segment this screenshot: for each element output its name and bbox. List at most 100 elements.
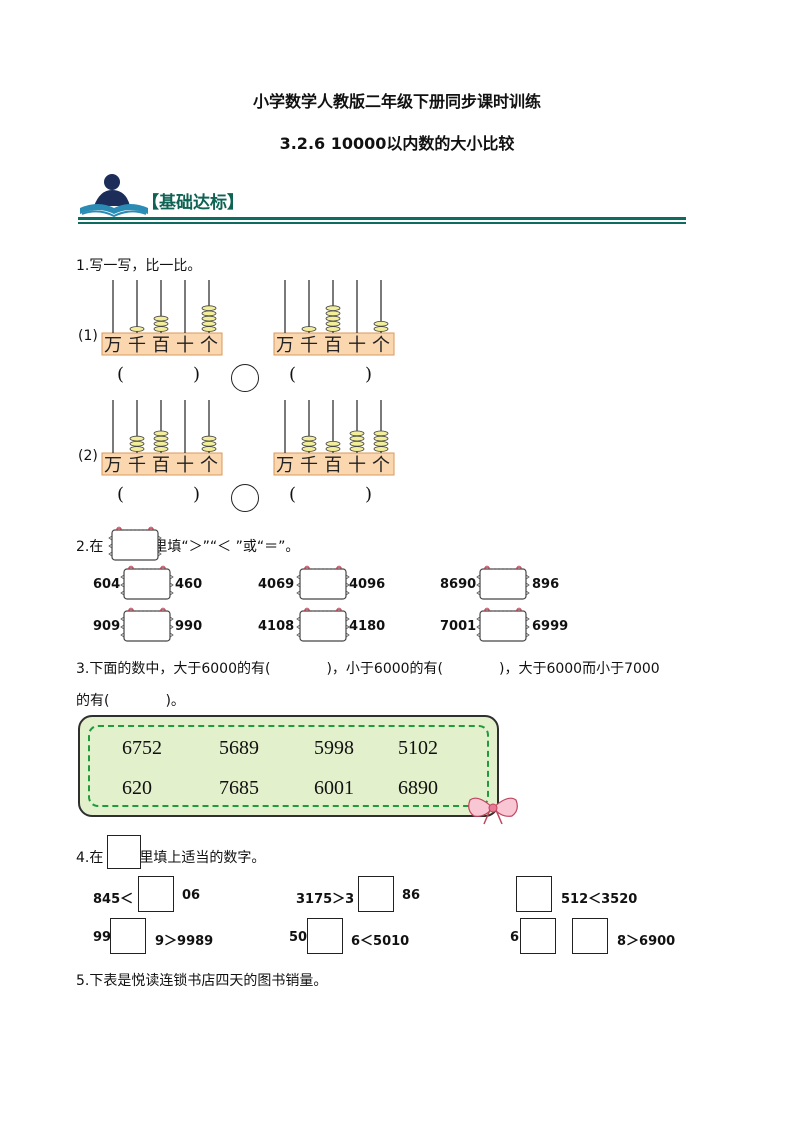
q4-item-4-post: 9＞9989	[155, 934, 214, 949]
abacus-bead	[325, 315, 341, 322]
answer-paren-open: (	[117, 364, 125, 385]
frame-example-icon	[108, 526, 162, 561]
abacus-bead	[153, 326, 169, 332]
section-header: 【基础达标】	[78, 170, 688, 226]
abacus-bead	[301, 446, 317, 452]
question-5-text: 5.下表是悦读连锁书店四天的图书销量。	[76, 973, 328, 989]
abacus-place-label: 十	[176, 335, 194, 356]
q1-row-label: (1)	[78, 328, 98, 344]
answer-paren-close: )	[193, 484, 201, 505]
abacus-place-label: 百	[324, 455, 342, 476]
reading-person-icon	[80, 174, 148, 218]
question-1-text: 1.写一写，比一比。	[76, 258, 202, 274]
abacus-bead	[153, 440, 169, 447]
abacus-place-label: 千	[128, 335, 146, 356]
card-number: 620	[122, 777, 152, 799]
abacus-base	[273, 332, 395, 356]
compare-right-number: 990	[175, 619, 203, 634]
q4-item-4-pre: 99	[93, 930, 112, 945]
answer-paren-close: )	[193, 364, 201, 385]
example-box	[107, 835, 141, 869]
abacus-bead	[201, 320, 217, 327]
compare-frame-box[interactable]	[296, 561, 350, 603]
q4-item-1-post: 06	[182, 888, 201, 903]
abacus-bead	[349, 440, 365, 447]
abacus-bead	[373, 430, 389, 437]
page-title: 小学数学人教版二年级下册同步课时训练	[252, 92, 541, 111]
abacus-bead	[129, 446, 145, 452]
card-number: 6752	[122, 737, 162, 759]
abacus-bead	[373, 446, 389, 452]
answer-paren-open: (	[117, 484, 125, 505]
abacus-bead	[129, 435, 145, 442]
compare-frame-box[interactable]	[476, 603, 530, 645]
page-subtitle: 3.2.6 10000以内数的大小比较	[279, 134, 515, 153]
q4-item-3-post: 512＜3520	[561, 892, 638, 907]
abacus-bead	[349, 435, 365, 442]
q1-row-label: (2)	[78, 448, 98, 464]
answer-paren-open: (	[289, 364, 297, 385]
card-number: 7685	[219, 777, 259, 799]
q4-item-1-box[interactable]	[138, 876, 174, 912]
abacus-bead	[325, 326, 341, 332]
question-3-line1: 3.下面的数中，大于6000的有( )，小于6000的有( )，大于6000而小…	[76, 661, 660, 677]
compare-left-number: 909	[93, 619, 121, 634]
compare-left-number: 604	[93, 577, 121, 592]
answer-paren-close: )	[365, 364, 373, 385]
question-3-line2: 的有( )。	[76, 693, 185, 709]
abacus-place-label: 万	[104, 455, 122, 476]
abacus-left: 万千百十个	[101, 400, 223, 476]
abacus-bead	[325, 310, 341, 317]
abacus-place-label: 个	[200, 335, 218, 356]
card-number: 6001	[314, 777, 354, 799]
abacus-bead	[153, 320, 169, 327]
abacus-place-label: 百	[152, 455, 170, 476]
abacus-bead	[373, 320, 389, 327]
abacus-right: 万千百十个	[273, 280, 395, 356]
compare-right-number: 4096	[349, 577, 386, 592]
q4-item-1-pre: 845＜	[93, 892, 134, 907]
abacus-place-label: 十	[348, 335, 366, 356]
compare-right-number: 896	[532, 577, 560, 592]
bow-icon	[468, 797, 518, 825]
abacus-bead	[201, 435, 217, 442]
compare-frame-box[interactable]	[120, 603, 174, 645]
compare-right-number: 6999	[532, 619, 569, 634]
card-number: 5689	[219, 737, 259, 759]
abacus-place-label: 万	[104, 335, 122, 356]
abacus-base	[273, 452, 395, 476]
compare-left-number: 4108	[258, 619, 295, 634]
abacus-place-label: 千	[128, 455, 146, 476]
abacus-bead	[325, 440, 341, 447]
q4-item-2-post: 86	[402, 888, 421, 903]
abacus-bead	[201, 440, 217, 447]
q4-item-5-pre: 50	[289, 930, 308, 945]
abacus-bead	[201, 326, 217, 332]
abacus-bead	[201, 310, 217, 317]
compare-right-number: 4180	[349, 619, 386, 634]
abacus-place-label: 百	[152, 335, 170, 356]
q4-item-6-box-a[interactable]	[520, 918, 556, 954]
abacus-bead	[129, 440, 145, 447]
q4-item-3-box[interactable]	[516, 876, 552, 912]
q4-item-2-box[interactable]	[358, 876, 394, 912]
abacus-bead	[301, 326, 317, 332]
abacus-bead	[373, 435, 389, 442]
q4-item-6-box-b[interactable]	[572, 918, 608, 954]
abacus-left: 万千百十个	[101, 280, 223, 356]
compare-left-number: 7001	[440, 619, 477, 634]
q4-item-5-box[interactable]	[307, 918, 343, 954]
q4-item-4-box[interactable]	[110, 918, 146, 954]
card-number: 5102	[398, 737, 438, 759]
abacus-place-label: 万	[276, 335, 294, 356]
abacus-bead	[349, 430, 365, 437]
compare-frame-box[interactable]	[296, 603, 350, 645]
compare-circle[interactable]	[231, 364, 259, 392]
compare-frame-box[interactable]	[476, 561, 530, 603]
abacus-bead	[129, 326, 145, 332]
compare-circle[interactable]	[231, 484, 259, 512]
abacus-bead	[301, 435, 317, 442]
abacus-bead	[201, 305, 217, 312]
compare-frame-box[interactable]	[120, 561, 174, 603]
